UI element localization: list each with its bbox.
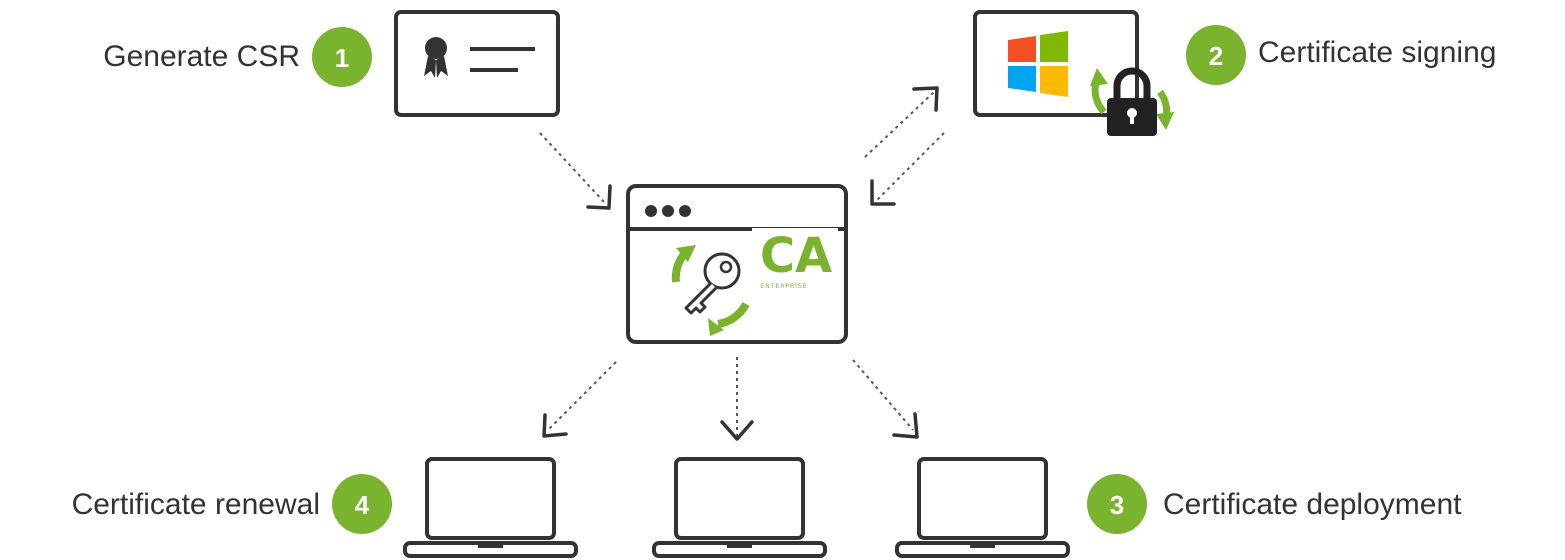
step-4-badge: 4 xyxy=(332,474,392,534)
key-icon xyxy=(671,245,750,336)
arrow-ca-to-laptop-middle xyxy=(720,357,754,441)
laptop-icon xyxy=(895,457,1070,558)
arrow-ca-to-laptop-left xyxy=(542,361,617,438)
certificate-document-icon xyxy=(394,10,560,117)
ca-title: CA xyxy=(760,228,832,284)
step-1-badge: 1 xyxy=(312,27,372,87)
step-3-number: 3 xyxy=(1110,490,1124,520)
arrow-ca-to-laptop-right xyxy=(852,359,919,439)
step-1-number: 1 xyxy=(335,43,349,73)
laptop-icon xyxy=(403,457,578,558)
step-4-number: 4 xyxy=(355,490,370,520)
arrow-ca-to-signing xyxy=(864,86,939,158)
window-dot xyxy=(662,205,674,217)
padlock-icon xyxy=(1090,67,1174,136)
step-3-badge: 3 xyxy=(1087,474,1147,534)
step-2-number: 2 xyxy=(1209,41,1223,71)
arrow-signing-to-ca xyxy=(870,132,945,206)
step-2-badge: 2 xyxy=(1186,25,1246,85)
step-2-label: Certificate signing xyxy=(1258,36,1496,69)
step-3-label: Certificate deployment xyxy=(1163,488,1462,521)
step-1-label: Generate CSR xyxy=(103,40,300,73)
ca-logo: CA ENTERPRISE xyxy=(752,228,838,292)
ca-subtitle: ENTERPRISE xyxy=(760,283,807,290)
window-dot xyxy=(645,205,657,217)
step-4-label: Certificate renewal xyxy=(72,488,320,521)
laptop-icon xyxy=(652,457,827,558)
window-dot xyxy=(679,205,691,217)
arrow-csr-to-ca xyxy=(539,132,612,210)
